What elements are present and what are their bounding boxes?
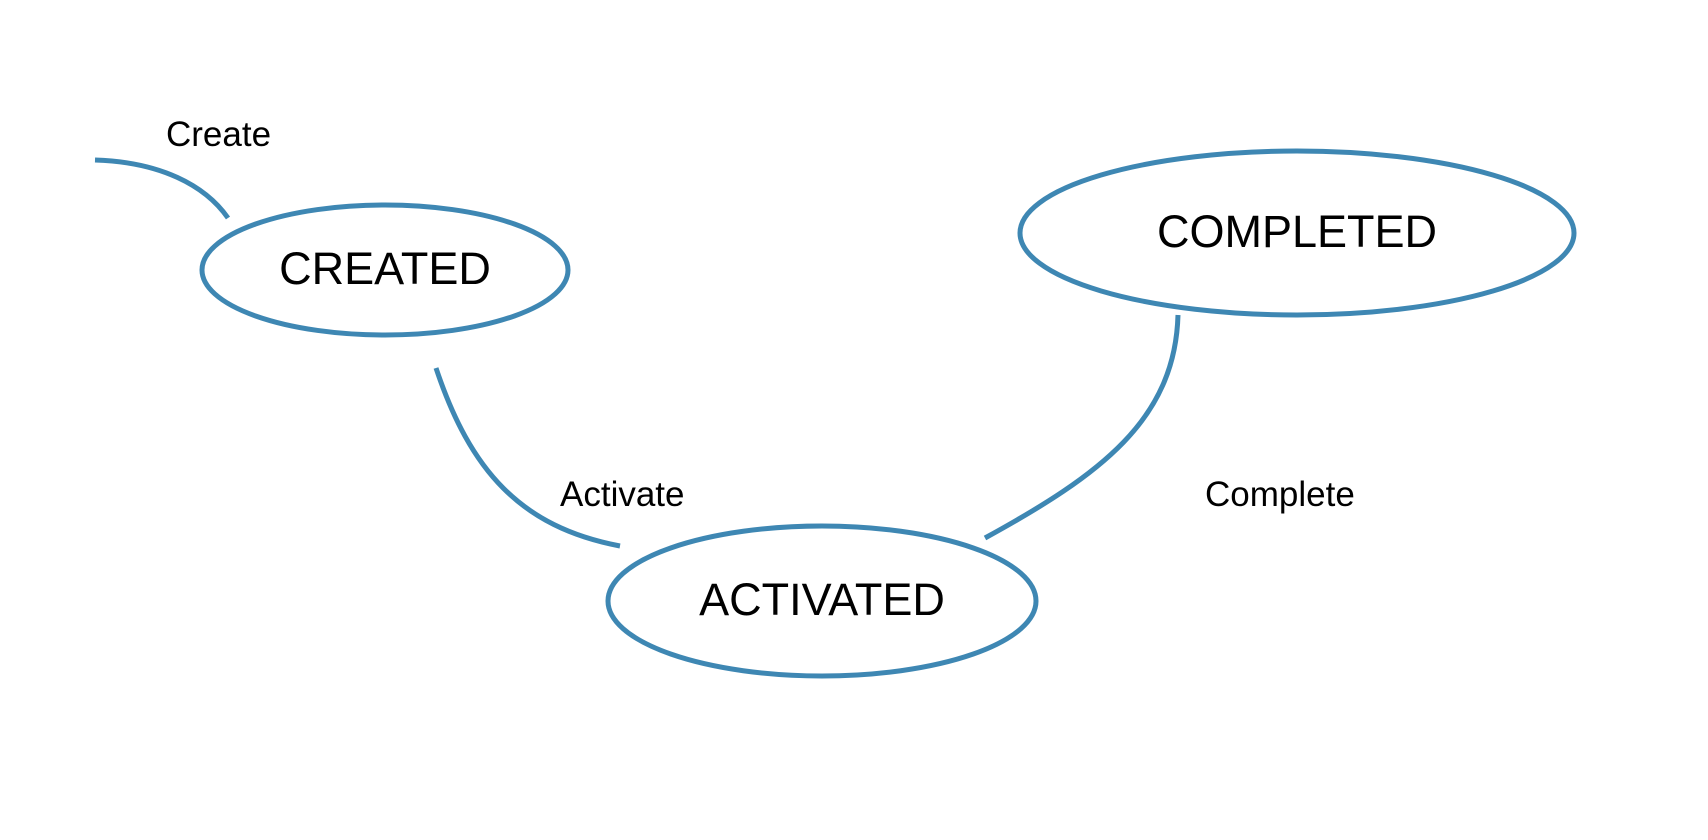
- state-completed-label: COMPLETED: [1157, 206, 1437, 257]
- state-completed-ellipse[interactable]: [1017, 148, 1577, 318]
- state-node-completed[interactable]: COMPLETED: [1017, 148, 1577, 318]
- state-node-created[interactable]: CREATED: [199, 202, 571, 338]
- transition-create[interactable]: Create: [94, 115, 271, 220]
- state-created-ellipse[interactable]: [199, 202, 571, 338]
- transition-activate-path: [433, 367, 621, 549]
- transition-create-path: [94, 157, 231, 220]
- transition-complete-path: [983, 314, 1181, 541]
- state-created-label: CREATED: [279, 243, 491, 294]
- transition-complete[interactable]: Complete: [983, 314, 1355, 541]
- transition-activate[interactable]: Activate: [433, 367, 685, 549]
- transition-activate-label: Activate: [560, 475, 685, 514]
- transition-complete-label: Complete: [1205, 475, 1355, 514]
- state-node-activated[interactable]: ACTIVATED: [605, 523, 1039, 679]
- state-activated-ellipse[interactable]: [605, 523, 1039, 679]
- transition-create-label: Create: [166, 115, 271, 154]
- state-activated-label: ACTIVATED: [699, 574, 945, 625]
